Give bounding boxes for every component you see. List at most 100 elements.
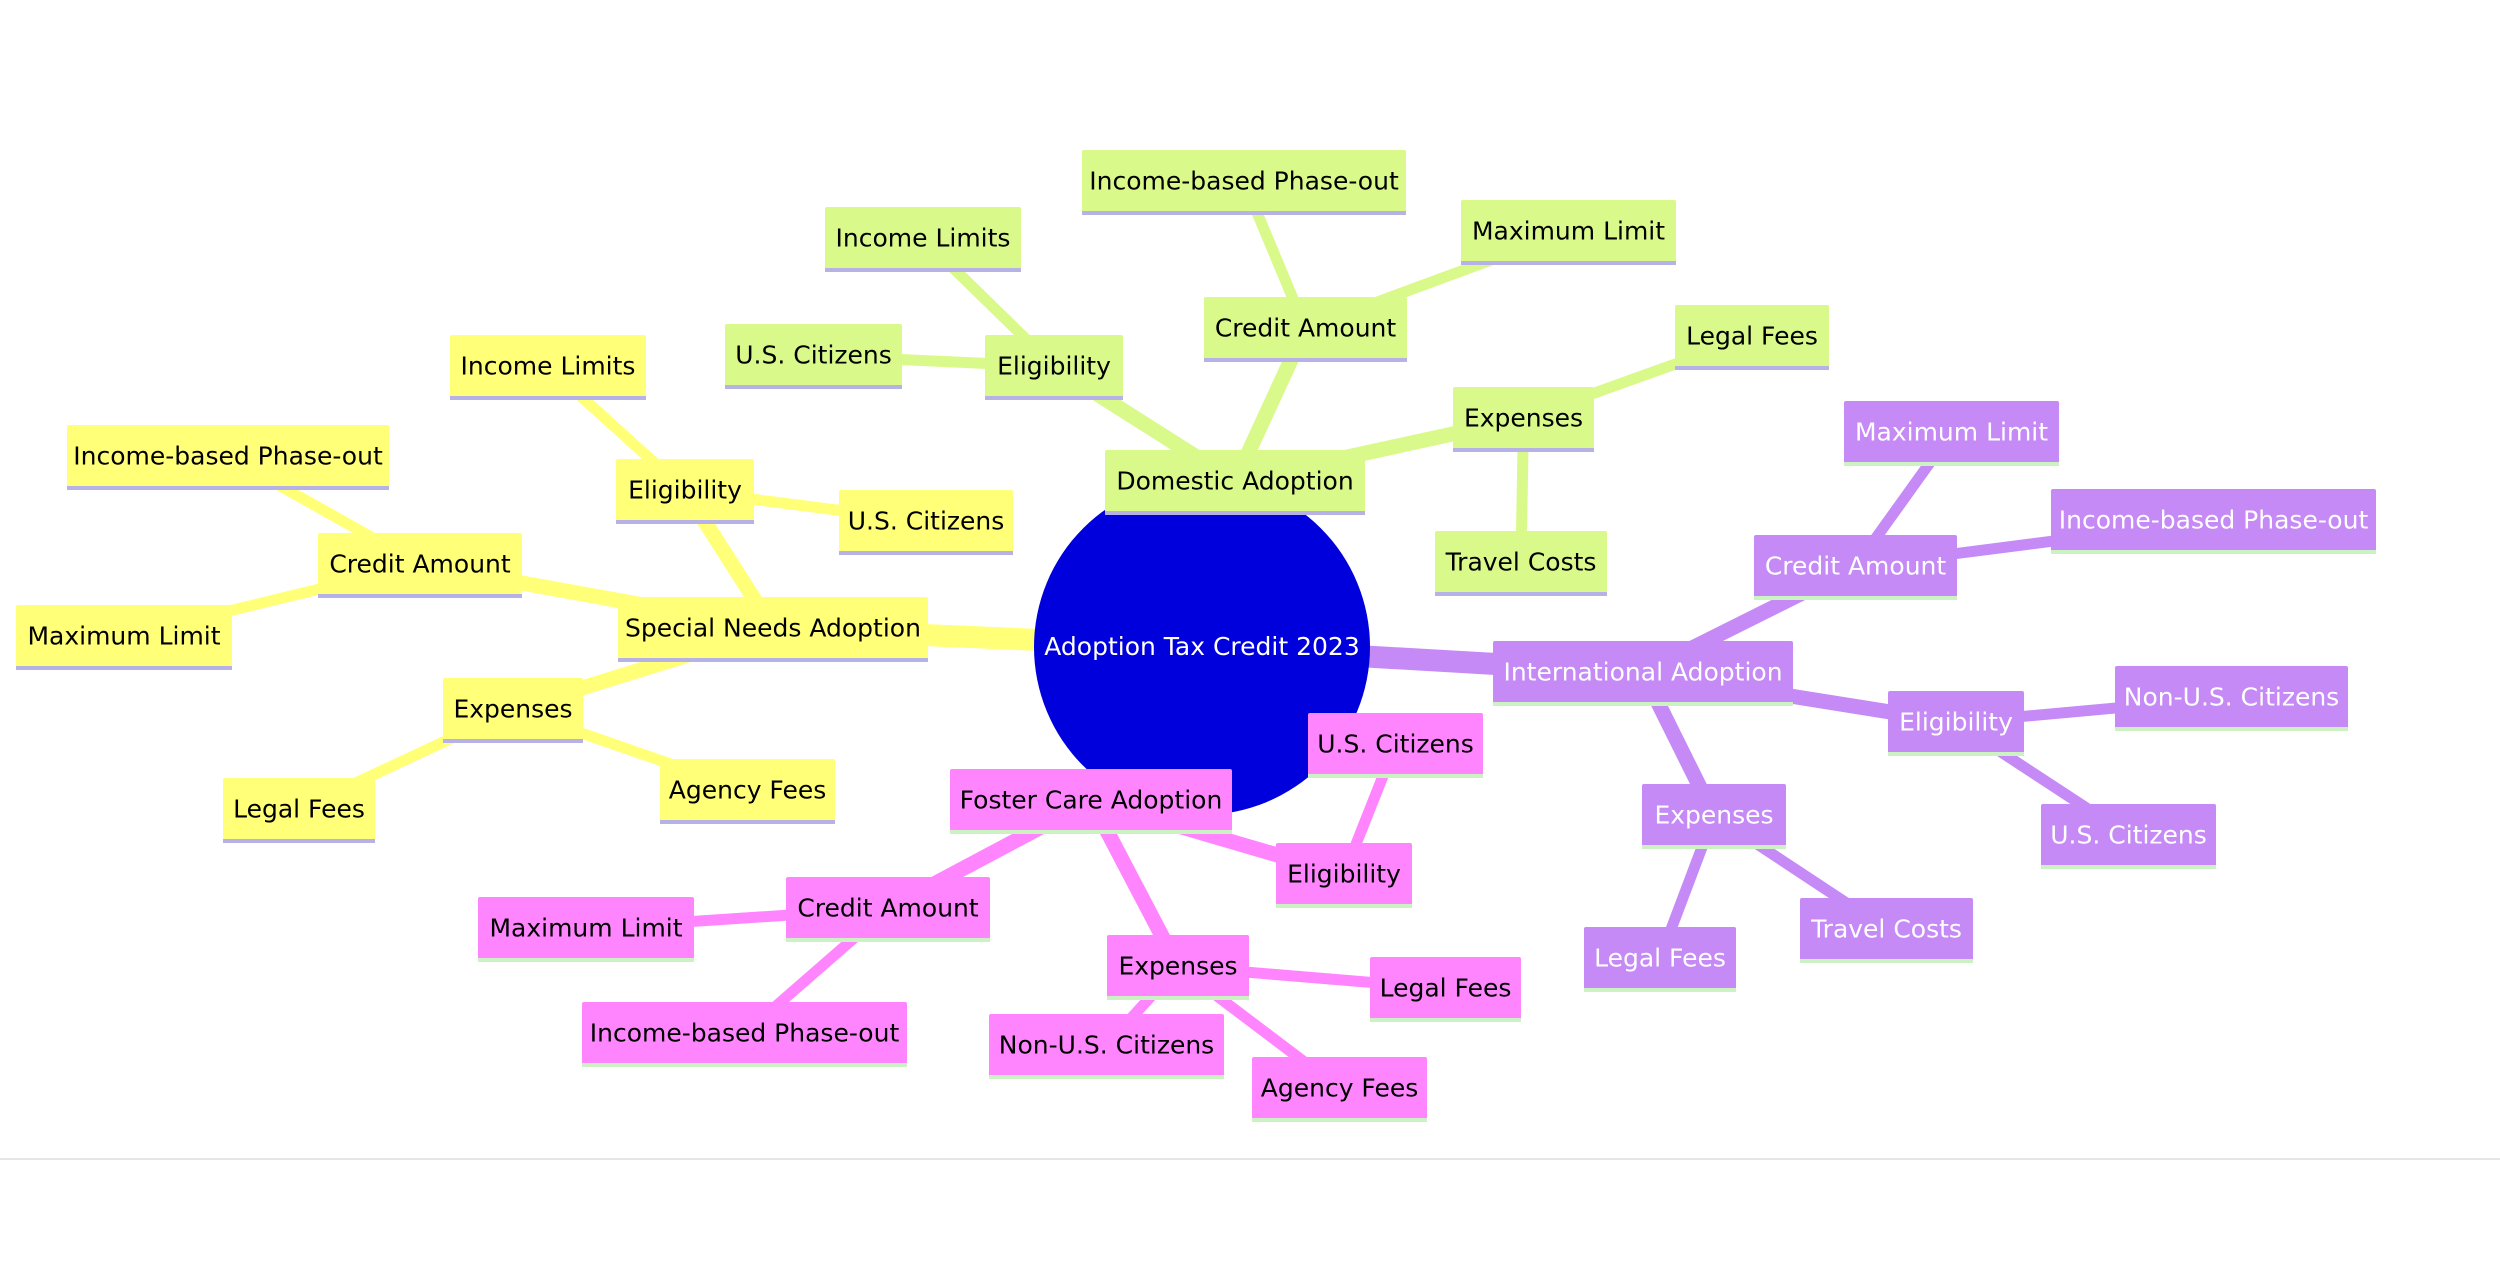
domestic-adoption-expenses-travel-costs-node[interactable]: Travel Costs xyxy=(1435,531,1607,596)
special-needs-adoption-eligibility-income-limits-node[interactable]: Income Limits xyxy=(450,335,646,400)
domestic-adoption-credit-amount-node-underline xyxy=(1204,358,1407,362)
international-adoption-eligibility-u-s-citizens-node[interactable]: U.S. Citizens xyxy=(2041,804,2216,869)
foster-care-adoption-expenses-legal-fees-node[interactable]: Legal Fees xyxy=(1370,957,1521,1022)
international-adoption-expenses-travel-costs-node-underline xyxy=(1800,959,1973,963)
domestic-adoption-expenses-legal-fees-node[interactable]: Legal Fees xyxy=(1675,305,1829,370)
domestic-adoption-expenses-node-label: Expenses xyxy=(1464,404,1583,433)
domestic-adoption-expenses-legal-fees-node-underline xyxy=(1675,366,1829,370)
foster-care-adoption-eligibility-node[interactable]: Eligibility xyxy=(1276,843,1412,908)
foster-care-adoption-expenses-node-label: Expenses xyxy=(1118,952,1237,981)
special-needs-adoption-node-box xyxy=(618,597,928,660)
foster-care-adoption-expenses-node[interactable]: Expenses xyxy=(1107,935,1249,1000)
special-needs-adoption-eligibility-node-box xyxy=(616,459,754,522)
international-adoption-eligibility-node-box xyxy=(1888,691,2024,754)
domestic-adoption-credit-amount-maximum-limit-node[interactable]: Maximum Limit xyxy=(1461,200,1676,265)
domestic-adoption-credit-amount-maximum-limit-node-label: Maximum Limit xyxy=(1472,217,1665,246)
root-node[interactable]: Adoption Tax Credit 2023 xyxy=(1034,479,1370,815)
domestic-adoption-eligibility-node[interactable]: Eligibility xyxy=(985,335,1123,400)
international-adoption-eligibility-node[interactable]: Eligibility xyxy=(1888,691,2024,756)
special-needs-adoption-expenses-legal-fees-node-label: Legal Fees xyxy=(233,795,365,824)
special-needs-adoption-expenses-agency-fees-node[interactable]: Agency Fees xyxy=(660,759,835,824)
domestic-adoption-eligibility-node-label: Eligibility xyxy=(997,352,1111,381)
foster-care-adoption-expenses-node-box xyxy=(1107,935,1249,998)
foster-care-adoption-expenses-agency-fees-node-box xyxy=(1252,1057,1427,1120)
domestic-adoption-credit-amount-node-label: Credit Amount xyxy=(1215,314,1397,343)
foster-care-adoption-expenses-non-u-s-citizens-node[interactable]: Non-U.S. Citizens xyxy=(989,1014,1224,1079)
special-needs-adoption-credit-amount-node-box xyxy=(318,533,522,596)
special-needs-adoption-eligibility-node-underline xyxy=(616,520,754,524)
international-adoption-expenses-travel-costs-node-label: Travel Costs xyxy=(1810,915,1962,944)
international-adoption-eligibility-u-s-citizens-node-label: U.S. Citizens xyxy=(2050,821,2207,850)
domestic-adoption-credit-amount-income-based-phase-out-node-label: Income-based Phase-out xyxy=(1089,167,1399,196)
domestic-adoption-eligibility-income-limits-node[interactable]: Income Limits xyxy=(825,207,1021,272)
special-needs-adoption-credit-amount-income-based-phase-out-node-label: Income-based Phase-out xyxy=(73,442,383,471)
special-needs-adoption-credit-amount-maximum-limit-node[interactable]: Maximum Limit xyxy=(16,605,232,670)
special-needs-adoption-expenses-node[interactable]: Expenses xyxy=(443,678,583,743)
foster-care-adoption-node-label: Foster Care Adoption xyxy=(960,786,1223,815)
domestic-adoption-node[interactable]: Domestic Adoption xyxy=(1105,450,1365,515)
special-needs-adoption-eligibility-node-label: Eligibility xyxy=(628,476,742,505)
international-adoption-expenses-legal-fees-node-box xyxy=(1584,927,1736,990)
international-adoption-expenses-travel-costs-node[interactable]: Travel Costs xyxy=(1800,898,1973,963)
domestic-adoption-eligibility-u-s-citizens-node-underline xyxy=(725,385,902,389)
domestic-adoption-expenses-node[interactable]: Expenses xyxy=(1453,387,1594,452)
special-needs-adoption-credit-amount-node-label: Credit Amount xyxy=(329,550,511,579)
bottom-divider xyxy=(0,1158,2500,1160)
special-needs-adoption-node[interactable]: Special Needs Adoption xyxy=(618,597,928,662)
international-adoption-eligibility-non-u-s-citizens-node-underline xyxy=(2115,727,2348,731)
foster-care-adoption-eligibility-u-s-citizens-node[interactable]: U.S. Citizens xyxy=(1308,713,1483,778)
foster-care-adoption-credit-amount-income-based-phase-out-node-label: Income-based Phase-out xyxy=(590,1019,900,1048)
international-adoption-node-box xyxy=(1493,641,1793,704)
international-adoption-expenses-node-box xyxy=(1642,784,1786,847)
special-needs-adoption-eligibility-node[interactable]: Eligibility xyxy=(616,459,754,524)
special-needs-adoption-expenses-legal-fees-node[interactable]: Legal Fees xyxy=(223,778,375,843)
international-adoption-node[interactable]: International Adoption xyxy=(1493,641,1793,706)
international-adoption-expenses-legal-fees-node-underline xyxy=(1584,988,1736,992)
special-needs-adoption-eligibility-u-s-citizens-node-label: U.S. Citizens xyxy=(848,507,1005,536)
special-needs-adoption-eligibility-u-s-citizens-node-underline xyxy=(839,551,1013,555)
international-adoption-eligibility-non-u-s-citizens-node[interactable]: Non-U.S. Citizens xyxy=(2115,666,2348,731)
international-adoption-credit-amount-income-based-phase-out-node[interactable]: Income-based Phase-out xyxy=(2051,489,2376,554)
mindmap-nodes: Adoption Tax Credit 2023 Domestic Adoptio… xyxy=(16,150,2376,1122)
domestic-adoption-credit-amount-node[interactable]: Credit Amount xyxy=(1204,297,1407,362)
international-adoption-credit-amount-node-label: Credit Amount xyxy=(1765,552,1947,581)
special-needs-adoption-credit-amount-maximum-limit-node-underline xyxy=(16,666,232,670)
international-adoption-eligibility-node-label: Eligibility xyxy=(1899,708,2013,737)
domestic-adoption-node-box xyxy=(1105,450,1365,513)
domestic-adoption-credit-amount-income-based-phase-out-node[interactable]: Income-based Phase-out xyxy=(1082,150,1406,215)
domestic-adoption-credit-amount-income-based-phase-out-node-underline xyxy=(1082,211,1406,215)
foster-care-adoption-eligibility-node-box xyxy=(1276,843,1412,906)
foster-care-adoption-eligibility-u-s-citizens-node-box xyxy=(1308,713,1483,776)
foster-care-adoption-credit-amount-maximum-limit-node[interactable]: Maximum Limit xyxy=(478,897,694,962)
root-label: Adoption Tax Credit 2023 xyxy=(1044,632,1359,661)
international-adoption-expenses-node[interactable]: Expenses xyxy=(1642,784,1786,849)
international-adoption-expenses-legal-fees-node[interactable]: Legal Fees xyxy=(1584,927,1736,992)
foster-care-adoption-expenses-legal-fees-node-underline xyxy=(1370,1018,1521,1022)
international-adoption-eligibility-u-s-citizens-node-underline xyxy=(2041,865,2216,869)
international-adoption-credit-amount-node[interactable]: Credit Amount xyxy=(1754,535,1957,600)
special-needs-adoption-eligibility-u-s-citizens-node[interactable]: U.S. Citizens xyxy=(839,490,1013,555)
special-needs-adoption-credit-amount-node-underline xyxy=(318,594,522,598)
special-needs-adoption-credit-amount-node[interactable]: Credit Amount xyxy=(318,533,522,598)
international-adoption-expenses-legal-fees-node-label: Legal Fees xyxy=(1594,944,1726,973)
domestic-adoption-credit-amount-income-based-phase-out-node-box xyxy=(1082,150,1406,213)
domestic-adoption-credit-amount-maximum-limit-node-box xyxy=(1461,200,1676,263)
special-needs-adoption-credit-amount-income-based-phase-out-node[interactable]: Income-based Phase-out xyxy=(67,425,389,490)
foster-care-adoption-credit-amount-node[interactable]: Credit Amount xyxy=(786,877,990,942)
international-adoption-credit-amount-maximum-limit-node[interactable]: Maximum Limit xyxy=(1844,401,2059,466)
foster-care-adoption-credit-amount-income-based-phase-out-node[interactable]: Income-based Phase-out xyxy=(582,1002,907,1067)
special-needs-adoption-eligibility-income-limits-node-box xyxy=(450,335,646,398)
domestic-adoption-eligibility-u-s-citizens-node[interactable]: U.S. Citizens xyxy=(725,324,902,389)
foster-care-adoption-expenses-agency-fees-node[interactable]: Agency Fees xyxy=(1252,1057,1427,1122)
special-needs-adoption-credit-amount-income-based-phase-out-node-box xyxy=(67,425,389,488)
international-adoption-credit-amount-income-based-phase-out-node-label: Income-based Phase-out xyxy=(2059,506,2369,535)
international-adoption-node-underline xyxy=(1493,702,1793,706)
domestic-adoption-eligibility-u-s-citizens-node-box xyxy=(725,324,902,387)
domestic-adoption-expenses-legal-fees-node-box xyxy=(1675,305,1829,368)
foster-care-adoption-node[interactable]: Foster Care Adoption xyxy=(950,769,1232,834)
foster-care-adoption-credit-amount-income-based-phase-out-node-underline xyxy=(582,1063,907,1067)
international-adoption-expenses-node-underline xyxy=(1642,845,1786,849)
domestic-adoption-eligibility-u-s-citizens-node-label: U.S. Citizens xyxy=(735,341,892,370)
international-adoption-expenses-node-label: Expenses xyxy=(1654,801,1773,830)
international-adoption-eligibility-non-u-s-citizens-node-box xyxy=(2115,666,2348,729)
